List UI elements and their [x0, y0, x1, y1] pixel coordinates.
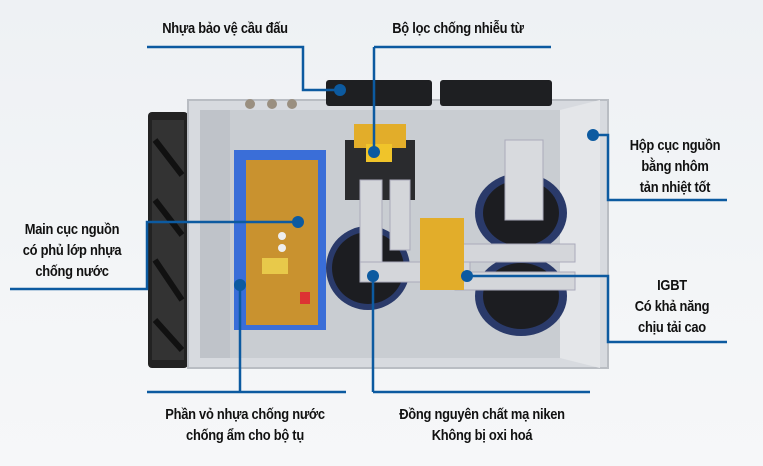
cooling-fan [148, 112, 188, 368]
label-emi-filter: Bộ lọc chống nhiễu từ [381, 18, 536, 39]
label-aluminum-case: Hộp cục nguồn bằng nhôm tản nhiệt tốt [619, 135, 731, 198]
callout-lines [10, 45, 727, 394]
label-line: Không bị oxi hoá [431, 427, 533, 444]
label-line: Main cục nguồn [24, 221, 120, 238]
label-plastic-shell: Phần vỏ nhựa chống nước chống ẩm cho bộ … [146, 404, 344, 446]
label-line: chịu tải cao [638, 319, 706, 336]
label-line: chống nước [35, 263, 109, 280]
label-line: Có khả năng [634, 298, 710, 315]
label-line: tản nhiệt tốt [639, 179, 711, 196]
label-terminal-cover: Nhựa bảo vệ cầu đấu [152, 18, 298, 39]
label-line: Nhựa bảo vệ cầu đấu [162, 20, 288, 37]
label-line: IGBT [657, 277, 687, 294]
callout-dots [234, 84, 599, 291]
label-line: chống ẩm cho bộ tụ [186, 427, 304, 444]
label-line: Hộp cục nguồn [629, 137, 721, 154]
label-igbt: IGBT Có khả năng chịu tải cao [620, 275, 723, 338]
main-board [234, 150, 326, 330]
label-main-board: Main cục nguồn có phủ lớp nhựa chống nướ… [12, 219, 132, 282]
label-line: bằng nhôm [641, 158, 709, 175]
label-line: Đồng nguyên chất mạ niken [399, 406, 565, 423]
terminal-covers [245, 80, 552, 109]
label-line: Phần vỏ nhựa chống nước [165, 406, 325, 423]
label-line: Bộ lọc chống nhiễu từ [392, 20, 524, 37]
label-line: có phủ lớp nhựa [22, 242, 122, 259]
label-copper-bar: Đồng nguyên chất mạ niken Không bị oxi h… [379, 404, 585, 446]
